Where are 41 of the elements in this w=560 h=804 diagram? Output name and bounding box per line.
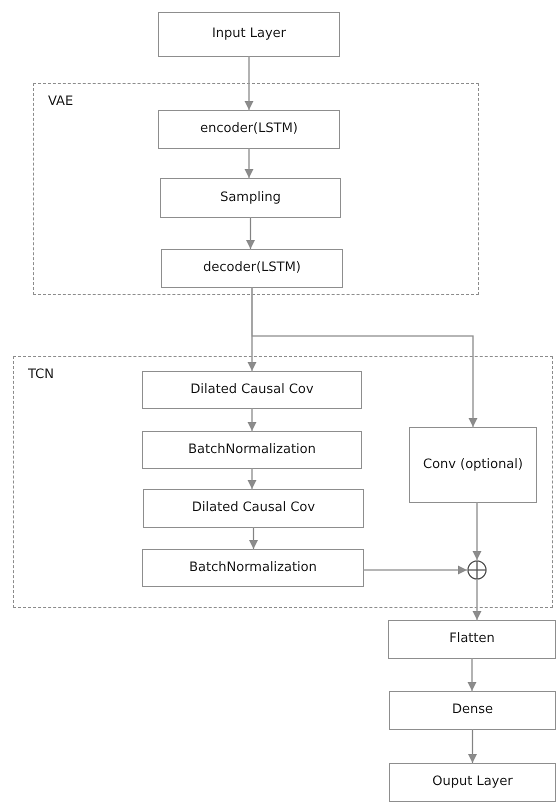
arrow [244, 57, 254, 110]
layer-box [158, 12, 340, 57]
layer-box [388, 620, 556, 659]
layer-label: Flatten [448, 630, 496, 648]
layer-box [389, 691, 556, 730]
layer-box [142, 371, 362, 409]
arrow [251, 288, 478, 427]
group-heading: TCN [28, 367, 54, 382]
layer-box [161, 249, 343, 288]
layer-label: encoder(LSTM) [199, 120, 299, 138]
layer-label: Dense [450, 701, 494, 720]
layer-box [158, 110, 340, 149]
layer-box [143, 489, 364, 528]
arrow [472, 503, 482, 560]
layer-box [389, 763, 556, 802]
layer-label: BatchNormalization [188, 558, 318, 577]
layer-label: BatchNormalization [187, 440, 317, 459]
layer-box [142, 431, 362, 469]
arrow [248, 409, 256, 431]
sum-circle [467, 560, 487, 580]
layer-box [160, 178, 341, 218]
arrow [468, 659, 476, 691]
layer-label: Dilated Causal Cov [190, 499, 316, 518]
arrow [248, 469, 256, 489]
layer-label: Conv (optional) [422, 456, 524, 474]
arrow [244, 149, 254, 178]
group-heading: VAE [48, 94, 74, 109]
layer-label: Input Layer [210, 25, 288, 44]
layer-label: Ouput Layer [431, 773, 514, 792]
arrow [246, 218, 255, 249]
group-frame [13, 356, 553, 608]
group-frame [33, 83, 479, 295]
arrow [472, 580, 482, 620]
layer-label: Dilated Causal Cov [189, 380, 315, 399]
arrow [468, 730, 477, 763]
layer-label: decoder(LSTM) [202, 259, 302, 278]
layer-box [142, 549, 364, 587]
arrow [364, 566, 467, 574]
layer-label: Sampling [219, 188, 282, 207]
arrow [249, 528, 258, 549]
layer-box [409, 427, 537, 503]
